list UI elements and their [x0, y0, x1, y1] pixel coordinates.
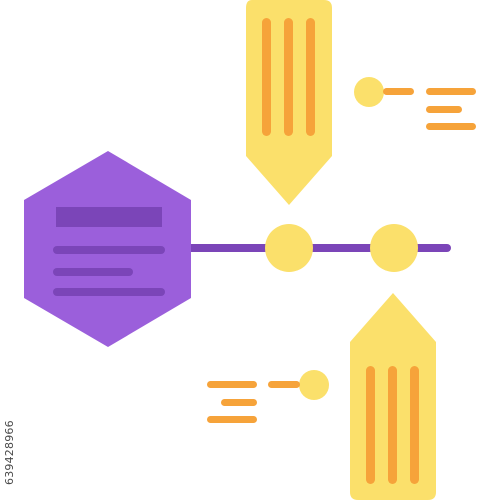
bottom-left-note [207, 370, 329, 423]
stock-image-id: 639428966 [3, 385, 17, 485]
bottom-pencil-stripe-1 [366, 366, 375, 484]
top-right-note [354, 77, 476, 130]
top-note-line-1 [426, 88, 476, 95]
bottom-pencil-stripe-3 [410, 366, 419, 484]
bottom-note-line-3 [207, 416, 257, 423]
hexagon-text-line-2 [53, 268, 133, 276]
bottom-pencil-stripe-2 [388, 366, 397, 484]
timeline-node-2 [370, 224, 418, 272]
top-note-node [354, 77, 384, 107]
top-note-connector [383, 88, 414, 95]
top-note-line-2 [426, 106, 462, 113]
hexagon-card [24, 151, 191, 347]
hexagon-text-line-1 [53, 246, 165, 254]
bottom-note-line-1 [207, 381, 257, 388]
bottom-note-connector [268, 381, 300, 388]
bottom-pencil-icon [350, 293, 436, 500]
top-pencil-icon [246, 0, 332, 205]
bottom-note-line-2 [221, 399, 257, 406]
top-pencil-stripe-3 [306, 18, 315, 136]
hexagon-text-line-3 [53, 288, 165, 296]
timeline-node-1 [265, 224, 313, 272]
stock-image-id-text: 639428966 [3, 420, 16, 485]
top-note-line-3 [426, 123, 476, 130]
top-pencil-stripe-2 [284, 18, 293, 136]
top-pencil-stripe-1 [262, 18, 271, 136]
hexagon-title-bar [56, 207, 162, 227]
bottom-note-node [299, 370, 329, 400]
